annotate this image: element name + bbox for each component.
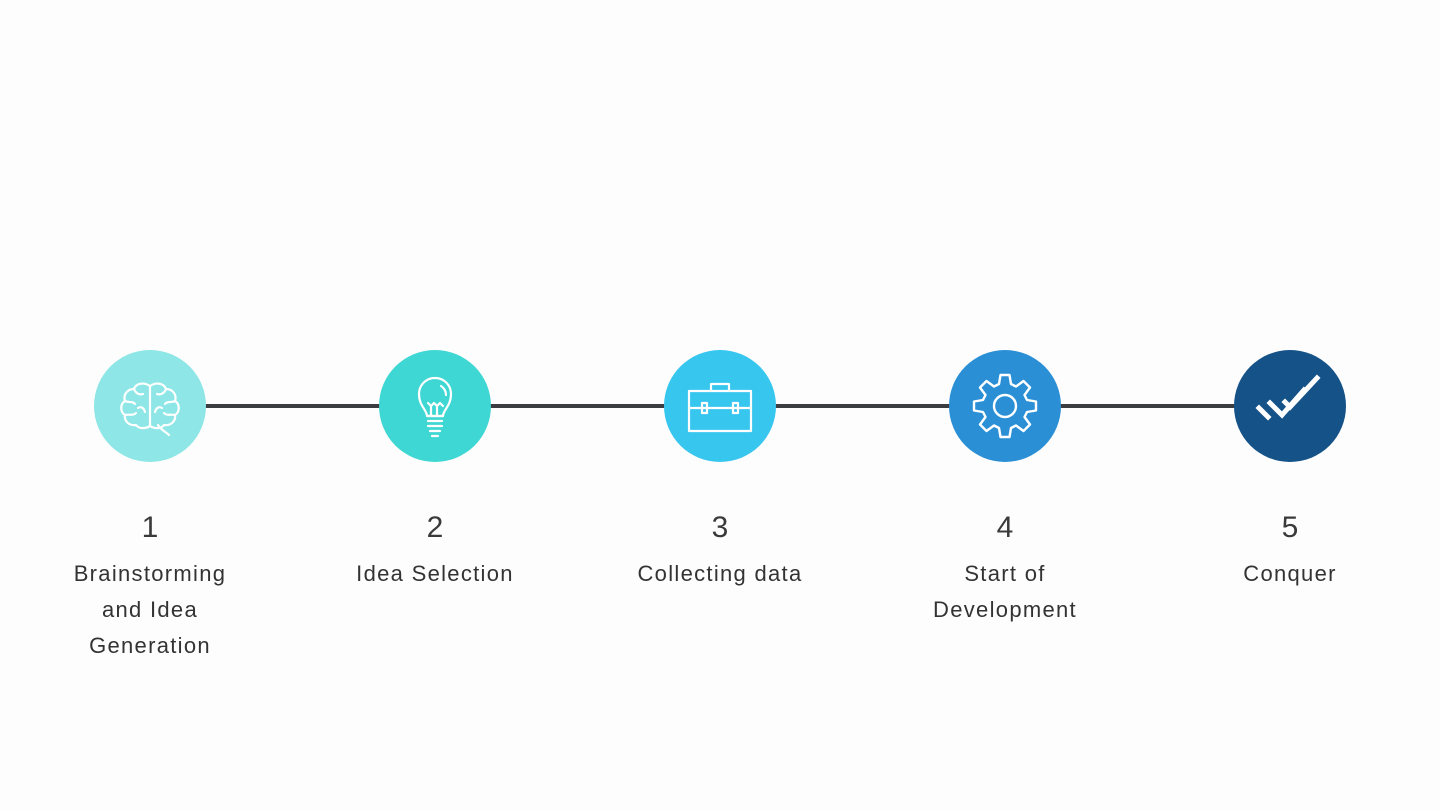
timeline-step-1: 1 Brainstorming and Idea Generation bbox=[30, 350, 270, 664]
step-4-label: Start of Development bbox=[933, 561, 1077, 622]
timeline-step-3: 3 Collecting data bbox=[600, 350, 840, 592]
lightbulb-icon bbox=[417, 376, 453, 438]
double-check-icon bbox=[1255, 374, 1321, 421]
step-4-number: 4 bbox=[996, 511, 1014, 544]
step-1-label: Brainstorming and Idea Generation bbox=[73, 561, 227, 658]
step-4-circle bbox=[949, 350, 1061, 462]
step-5-number: 5 bbox=[1281, 511, 1299, 544]
step-2-number: 2 bbox=[426, 511, 444, 544]
step-5-circle bbox=[1234, 350, 1346, 462]
gear-icon bbox=[972, 373, 1038, 439]
step-1-circle bbox=[94, 350, 206, 462]
step-3-number: 3 bbox=[711, 511, 729, 544]
timeline-step-2: 2 Idea Selection bbox=[315, 350, 555, 592]
timeline-step-5: 5 Conquer bbox=[1170, 350, 1410, 592]
brain-icon bbox=[120, 382, 180, 437]
briefcase-icon bbox=[687, 382, 753, 433]
step-2-label: Idea Selection bbox=[356, 561, 514, 586]
step-3-label: Collecting data bbox=[637, 561, 803, 586]
step-1-number: 1 bbox=[141, 511, 159, 544]
step-2-circle bbox=[379, 350, 491, 462]
timeline-step-4: 4 Start of Development bbox=[885, 350, 1125, 628]
step-3-circle bbox=[664, 350, 776, 462]
step-5-label: Conquer bbox=[1243, 561, 1337, 586]
